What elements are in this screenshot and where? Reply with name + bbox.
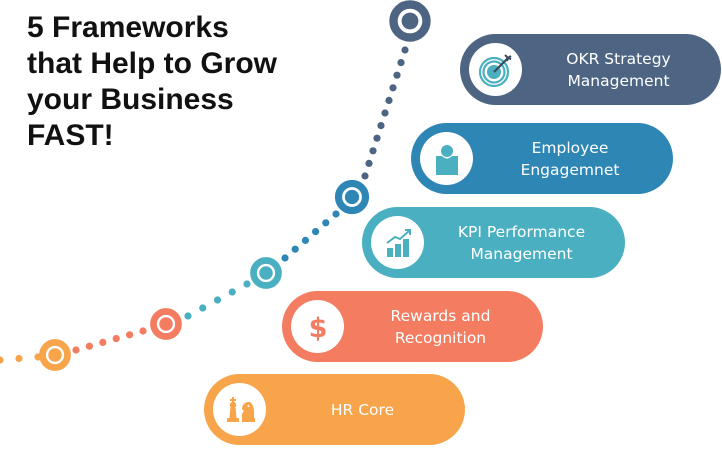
target-arrow-icon <box>478 53 512 87</box>
path-dot <box>377 122 385 130</box>
title-line: your Business <box>27 83 234 116</box>
marker-center <box>344 189 360 205</box>
label-line: Rewards and <box>390 306 491 325</box>
path-dot <box>369 147 377 155</box>
path-dot <box>72 346 80 354</box>
title-line: 5 Frameworks <box>27 11 229 44</box>
path-dot <box>301 236 309 244</box>
icon-badge: $ <box>291 300 344 353</box>
label-line: Management <box>470 244 573 263</box>
path-dot <box>281 254 289 262</box>
path-dot <box>401 46 409 54</box>
path-dot <box>389 84 397 92</box>
framework-okr-strategy-management[interactable]: OKR Strategy Management <box>460 34 721 105</box>
path-dot <box>373 134 381 142</box>
path-dot <box>139 327 147 335</box>
framework-kpi-performance-management[interactable]: KPI Performance Management <box>362 207 625 278</box>
path-dot <box>393 71 401 79</box>
path-dot <box>99 338 107 346</box>
chess-pieces-icon <box>226 396 255 422</box>
framework-label: HR Core <box>274 374 451 445</box>
path-dot <box>213 296 222 304</box>
path-dot <box>184 312 192 320</box>
framework-label: Employee Engagemnet <box>481 123 659 194</box>
path-dot <box>385 96 393 104</box>
label-line: HR Core <box>330 400 395 419</box>
icon-badge <box>213 383 266 436</box>
path-dot <box>365 159 373 167</box>
svg-text:$: $ <box>308 313 327 344</box>
path-dot <box>291 245 299 253</box>
marker-center <box>259 266 273 280</box>
icon-badge <box>420 132 473 185</box>
label-line: KPI Performance <box>457 222 586 241</box>
milestone-marker-hr <box>39 339 71 371</box>
marker-center <box>48 348 62 362</box>
milestone-marker-employee <box>334 179 370 215</box>
marker-center <box>401 12 419 30</box>
marker-center <box>159 317 173 331</box>
framework-label: KPI Performance Management <box>432 207 611 278</box>
path-dot <box>312 228 320 236</box>
path-dot <box>126 331 134 339</box>
path-dot <box>332 210 340 218</box>
dollar-icon: $ <box>308 313 327 344</box>
path-markers <box>39 0 431 371</box>
label-line: Employee <box>531 138 609 157</box>
icon-badge <box>469 43 522 96</box>
path-dot <box>112 335 120 343</box>
path-dot <box>228 288 236 296</box>
label-line: Management <box>567 71 670 90</box>
framework-label: Rewards and Recognition <box>352 291 529 362</box>
path-dot <box>85 342 93 350</box>
milestone-marker-okr <box>389 0 431 42</box>
path-dot <box>381 109 389 117</box>
path-dot <box>322 219 330 227</box>
title-line: that Help to Grow <box>27 47 277 80</box>
path-dot <box>0 356 4 364</box>
path-dot <box>15 354 23 363</box>
framework-rewards-and-recognition[interactable]: $ Rewards and Recognition <box>282 291 543 362</box>
label-line: Recognition <box>394 328 487 347</box>
label-line: OKR Strategy <box>566 49 671 68</box>
path-dot <box>361 172 369 180</box>
icon-badge <box>371 216 424 269</box>
label-line: Engagemnet <box>520 160 620 179</box>
framework-employee-engagement[interactable]: Employee Engagemnet <box>411 123 673 194</box>
milestone-marker-kpi <box>250 257 282 289</box>
title-line: FAST! <box>27 119 114 152</box>
path-dots <box>0 46 409 364</box>
framework-hr-core[interactable]: HR Core <box>204 374 465 445</box>
bar-chart-growth-icon <box>385 228 411 257</box>
page-title: 5 Frameworks that Help to Grow your Busi… <box>27 10 277 154</box>
framework-label: OKR Strategy Management <box>530 34 707 105</box>
person-icon <box>435 144 458 175</box>
path-dot <box>397 59 405 67</box>
path-dot <box>199 304 207 312</box>
milestone-marker-rewards <box>150 308 182 340</box>
path-dot <box>243 280 251 288</box>
